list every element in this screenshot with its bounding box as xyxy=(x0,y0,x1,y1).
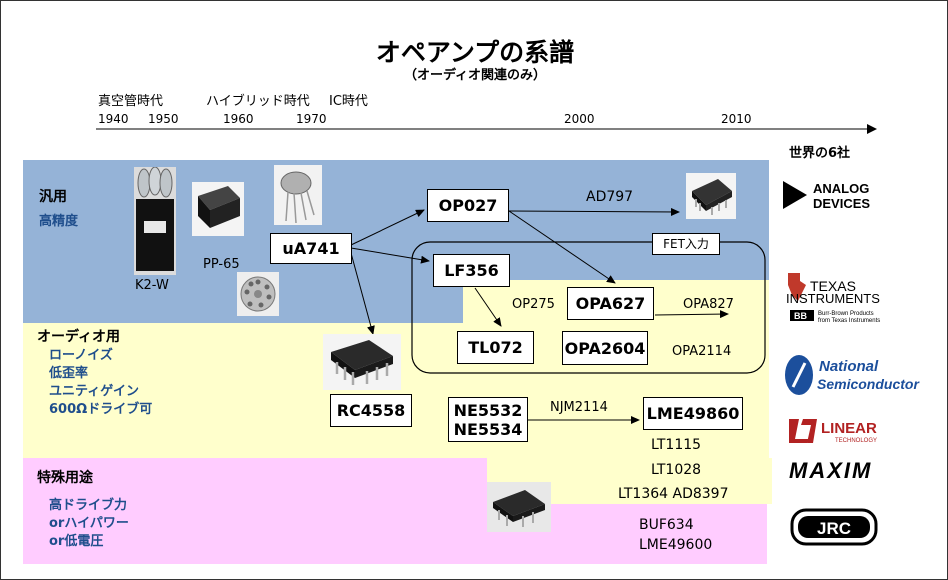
part-opa827: OPA827 xyxy=(683,297,734,312)
ti-logo-line2: INSTRUMENTS xyxy=(786,291,880,306)
fet-label: FET入力 xyxy=(652,233,720,255)
national-logo-line1: National xyxy=(819,358,879,375)
makers-title: 世界の6社 xyxy=(789,146,851,161)
part-lt1364-ad8397: LT1364 AD8397 xyxy=(618,486,729,502)
year-label: 1970 xyxy=(296,112,327,126)
part-ad797: AD797 xyxy=(586,189,634,205)
part-opa2604: OPA2604 xyxy=(562,331,648,365)
era-hybrid: ハイブリッド時代 xyxy=(206,94,310,109)
arrow-lf356-tl072 xyxy=(474,287,502,327)
octal-socket-image xyxy=(237,272,279,316)
part-op275: OP275 xyxy=(512,297,555,312)
part-k2w: K2-W xyxy=(135,278,169,293)
dip8-rc4558-image xyxy=(323,334,401,390)
linear-logo-line2: TECHNOLOGY xyxy=(835,438,877,444)
part-buf634: BUF634 xyxy=(639,517,694,533)
hybrid-module-pp65-image xyxy=(192,182,244,236)
feature-low-noise: ローノイズ xyxy=(49,348,113,363)
linear-logo-line1: LINEAR xyxy=(821,420,877,437)
category-special: 特殊用途 xyxy=(37,470,93,486)
era-ic: IC時代 xyxy=(329,94,368,109)
national-logo-line2: Semiconductor xyxy=(817,376,920,392)
part-pp65: PP-65 xyxy=(203,257,240,272)
feature-600ohm-drive: 600Ωドライブ可 xyxy=(49,402,153,417)
feature-high-power: orハイパワー xyxy=(49,516,129,531)
part-ne5532: NE5532 xyxy=(453,400,523,420)
arrow-ua741-rc4558 xyxy=(350,252,375,335)
feature-high-drive: 高ドライブ力 xyxy=(49,498,128,513)
dip8-ad797-image xyxy=(686,173,736,219)
part-ne5534: NE5534 xyxy=(453,419,523,439)
feature-low-distortion: 低歪率 xyxy=(49,366,89,381)
arrow-ua741-lf356 xyxy=(350,247,430,264)
to99-can-ua741-image xyxy=(274,165,322,225)
year-label: 2010 xyxy=(721,112,752,126)
feature-unity-gain: ユニティゲイン xyxy=(49,384,139,399)
era-vacuum-tube: 真空管時代 xyxy=(98,94,164,109)
part-njm2114: NJM2114 xyxy=(550,400,608,415)
texas-instruments-logo: TEXAS INSTRUMENTS BB Burr-Brown Products… xyxy=(786,273,880,324)
year-label: 1950 xyxy=(148,112,179,126)
part-opa627: OPA627 xyxy=(567,287,654,320)
bb-logo-line2: from Texas Instruments xyxy=(818,318,880,324)
part-lt1028: LT1028 xyxy=(651,462,702,478)
vacuum-tube-k2w-image xyxy=(134,167,176,275)
part-lt1115: LT1115 xyxy=(651,437,702,453)
category-audio: オーディオ用 xyxy=(37,329,121,345)
analog-devices-logo: ANALOG DEVICES xyxy=(783,181,870,211)
arrow-op027-opa627 xyxy=(508,210,616,284)
analog-logo-line2: DEVICES xyxy=(813,196,870,211)
part-lme49600: LME49600 xyxy=(639,537,713,553)
arrow-opa627-opa827 xyxy=(654,310,729,319)
part-ne5532-ne5534: NE5532 NE5534 xyxy=(448,397,528,442)
ti-logo-line1: TEXAS xyxy=(810,278,856,294)
jrc-logo: JRC xyxy=(790,508,878,546)
bb-logo-line1: Burr-Brown Products xyxy=(818,311,874,317)
category-general-sub: 高精度 xyxy=(39,214,79,229)
linear-technology-logo: LINEAR TECHNOLOGY xyxy=(789,419,877,444)
analog-logo-line1: ANALOG xyxy=(813,181,869,196)
part-lf356: LF356 xyxy=(433,254,510,287)
category-general: 汎用 xyxy=(39,189,67,205)
feature-low-voltage: or低電圧 xyxy=(49,534,104,549)
year-label: 1940 xyxy=(98,112,129,126)
arrow-ua741-op027 xyxy=(350,209,425,246)
part-op027: OP027 xyxy=(427,189,509,222)
part-opa2114: OPA2114 xyxy=(672,344,732,359)
arrow-op027-ad797 xyxy=(508,207,680,216)
dip8-special-image xyxy=(487,482,551,532)
year-label: 2000 xyxy=(564,112,595,126)
part-tl072: TL072 xyxy=(457,331,534,364)
diagram-subtitle: （オーディオ関連のみ） xyxy=(403,68,547,83)
jrc-logo-text: JRC xyxy=(817,519,851,538)
maxim-logo: MAXIM xyxy=(789,458,872,483)
part-lme49860: LME49860 xyxy=(643,397,743,430)
part-rc4558: RC4558 xyxy=(330,394,412,427)
part-ua741: uA741 xyxy=(270,233,352,264)
national-semiconductor-logo: National Semiconductor xyxy=(785,355,920,395)
maxim-logo-text: MAXIM xyxy=(789,458,872,483)
diagram-title: オペアンプの系譜 xyxy=(375,38,575,67)
svg-text:BB: BB xyxy=(794,311,807,321)
special-band xyxy=(23,458,487,564)
year-label: 1960 xyxy=(223,112,254,126)
